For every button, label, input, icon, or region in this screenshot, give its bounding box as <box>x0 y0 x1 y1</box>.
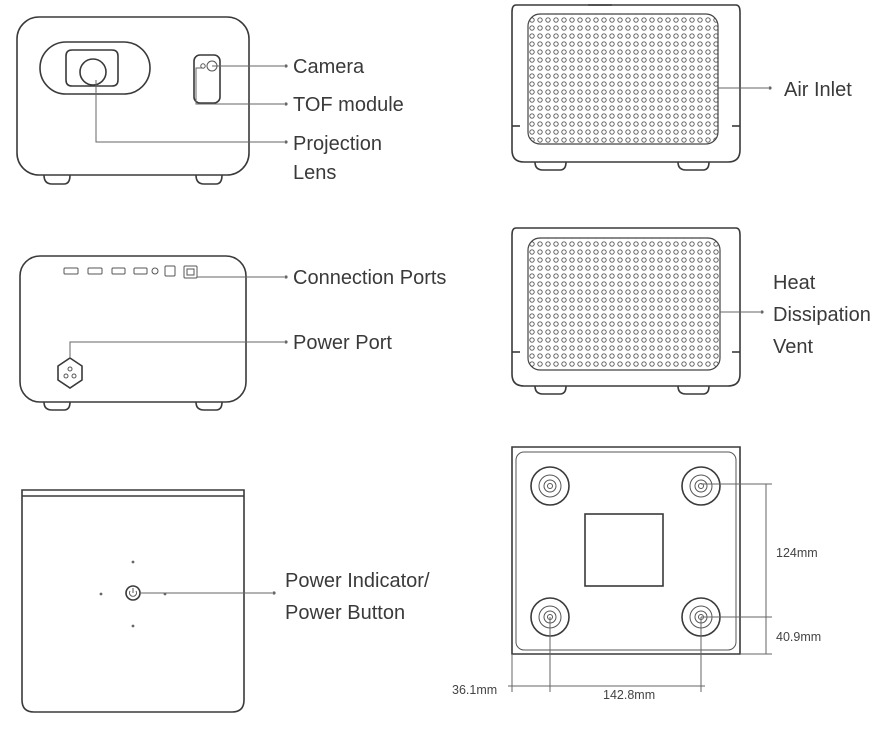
power-button-leader <box>141 591 276 595</box>
side-b-foot-right <box>677 385 710 395</box>
foot-top-left <box>530 466 570 506</box>
side-a-foot-right <box>677 161 710 171</box>
back-foot-left <box>43 401 71 411</box>
lens-window <box>65 49 119 87</box>
air-inlet-grille <box>527 13 719 145</box>
air-inlet-leader <box>718 86 772 90</box>
side-b-body <box>511 227 741 387</box>
back-view <box>19 255 247 411</box>
connection-ports-label: Connection Ports <box>293 267 447 289</box>
bottom-center-plate <box>584 513 664 587</box>
back-leader-lines <box>69 275 288 358</box>
top-body <box>21 489 245 713</box>
dimension-36-1mm: 36.1mm <box>452 683 498 697</box>
power-port-label: Power Port <box>293 332 392 354</box>
bottom-view <box>511 446 741 655</box>
side-view-air-inlet <box>511 4 741 171</box>
lens-housing <box>39 41 151 95</box>
air-inlet-label: Air Inlet <box>784 79 852 101</box>
front-body <box>16 16 250 176</box>
bottom-body <box>511 446 741 655</box>
dimension-lines <box>508 483 772 692</box>
front-view <box>16 16 250 185</box>
tof-module-label: TOF module <box>293 94 404 116</box>
sensor-panel <box>193 54 221 104</box>
heat-vent-grille <box>527 237 721 371</box>
camera-label: Camera <box>293 56 365 78</box>
side-a-body <box>511 4 741 163</box>
front-foot-left <box>43 174 71 185</box>
projection-lens-label-line2: Lens <box>293 162 337 184</box>
back-body <box>19 255 247 403</box>
side-b-foot-left <box>534 385 567 395</box>
side-view-heat-vent <box>511 227 741 395</box>
dimension-142-8mm: 142.8mm <box>603 688 656 702</box>
connection-ports-icon <box>63 265 198 279</box>
power-indicator-label-line1: Power Indicator/ <box>285 570 430 592</box>
projection-lens-icon <box>79 58 107 86</box>
power-port-icon <box>57 357 83 389</box>
back-foot-right <box>195 401 223 411</box>
front-leader-lines <box>95 64 288 144</box>
heat-vent-label-line1: Heat <box>773 272 816 294</box>
side-a-foot-left <box>534 161 567 171</box>
power-button-icon <box>125 585 141 601</box>
heat-vent-label-line3: Vent <box>773 336 814 358</box>
dimension-40-9mm: 40.9mm <box>776 630 822 644</box>
top-view <box>21 489 245 713</box>
front-foot-right <box>195 174 223 185</box>
heat-vent-leader <box>720 310 764 314</box>
projection-lens-label-line1: Projection <box>293 133 382 155</box>
heat-vent-label-line2: Dissipation <box>773 304 871 326</box>
power-indicator-label-line2: Power Button <box>285 602 406 624</box>
dimension-124mm: 124mm <box>776 546 818 560</box>
foot-top-right <box>681 466 721 506</box>
